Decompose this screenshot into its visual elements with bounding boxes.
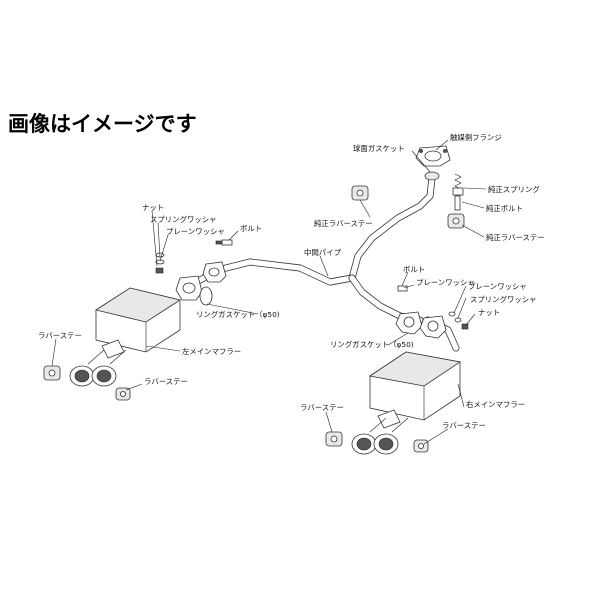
- label-plain-washer-left: プレーンワッシャ: [166, 227, 225, 236]
- label-right-main-muffler: 右メインマフラー: [466, 400, 525, 409]
- label-rubber-stay-left-a: ラバーステー: [38, 331, 82, 340]
- left-flange-drawing: [175, 261, 227, 306]
- label-rubber-stay-left-b: ラバーステー: [144, 377, 188, 386]
- label-oem-rubber-stay-top: 純正ラバーステー: [314, 219, 373, 228]
- right-flange-drawing: [395, 311, 447, 339]
- label-ball-gasket: 球面ガスケット: [353, 144, 405, 153]
- label-bolt-right: ボルト: [403, 265, 425, 274]
- label-rubber-stay-right-b: ラバーステー: [442, 421, 486, 430]
- label-catalyst-flange: 触媒側フランジ: [450, 133, 502, 142]
- label-plain-washer-right-b: プレーンワッシャ: [468, 282, 527, 291]
- label-oem-spring: 純正スプリング: [488, 185, 540, 194]
- left-rubber-stay-b-drawing: [115, 387, 131, 401]
- label-plain-washer-right-a: プレーンワッシャ: [416, 278, 475, 287]
- label-bolt-left: ボルト: [240, 224, 262, 233]
- label-nut-left: ナット: [142, 203, 164, 212]
- label-spring-washer-left: スプリングワッシャ: [150, 215, 217, 224]
- left-rubber-stay-a-drawing: [43, 365, 61, 381]
- label-mid-pipe: 中間パイプ: [304, 248, 342, 257]
- label-left-main-muffler: 左メインマフラー: [182, 347, 241, 356]
- label-rubber-stay-right-a: ラバーステー: [300, 403, 344, 412]
- left-muffler-drawing: [69, 287, 182, 387]
- label-oem-bolt: 純正ボルト: [486, 204, 523, 213]
- right-rubber-stay-b-drawing: [413, 439, 429, 453]
- oem-rubber-stay-right-drawing: [447, 213, 465, 229]
- catalyst-flange-drawing: [415, 145, 451, 181]
- label-ring-gasket-right: リングガスケット（φ50): [330, 340, 414, 349]
- label-nut-right: ナット: [478, 308, 500, 317]
- leader-lines: [51, 139, 487, 445]
- label-oem-rubber-stay-right: 純正ラバーステー: [486, 233, 545, 242]
- label-ring-gasket-left: リングガスケット（φ50): [196, 310, 280, 319]
- right-rubber-stay-a-drawing: [325, 431, 343, 447]
- label-spring-washer-right: スプリングワッシャ: [470, 295, 537, 304]
- oem-spring-drawing: [452, 173, 464, 211]
- right-muffler-drawing: [351, 351, 462, 455]
- part-labels: 触媒側フランジ 球面ガスケット 純正スプリング 純正ボルト 純正ラバーステー 純…: [38, 133, 545, 430]
- right-hardware-drawing: [397, 285, 469, 330]
- oem-rubber-stay-top-drawing: [351, 185, 369, 201]
- image-notice-title: 画像はイメージです: [8, 112, 197, 136]
